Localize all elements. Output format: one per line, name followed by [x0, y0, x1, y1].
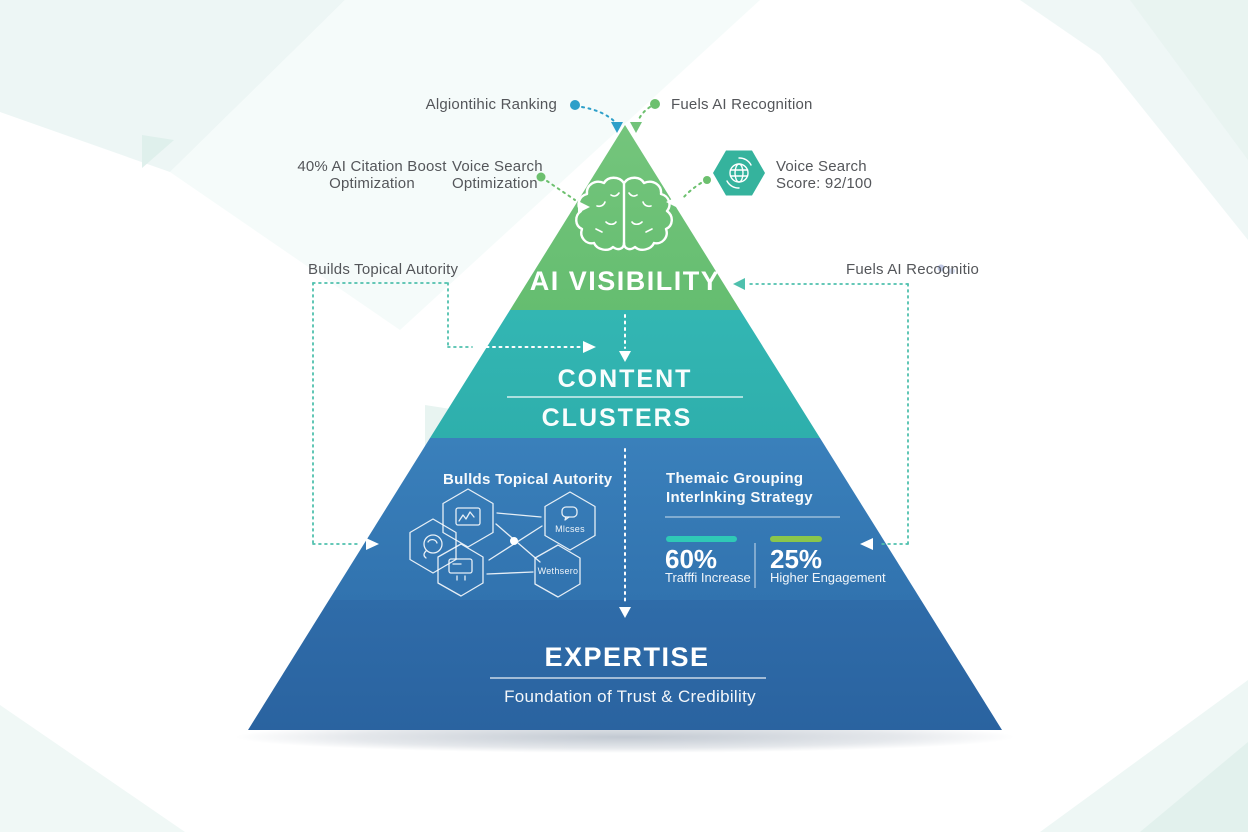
- tier2-title-line1: CONTENT: [557, 365, 693, 393]
- voice-score-line1: Voice Search: [776, 158, 867, 175]
- label-fuels-ai-recognition-mid: Fuels AI Recognitio: [846, 261, 980, 278]
- blue-connector-dot: [570, 100, 580, 110]
- white-arrowhead-icon-left: [578, 201, 590, 213]
- globe-sync-icon: [726, 157, 752, 189]
- network-hub-dot: [510, 537, 518, 545]
- tier3-right-heading-line2: Interlnking Strategy: [666, 489, 813, 506]
- down-arrowhead-1: [619, 351, 631, 362]
- green-connector-dot-left: [536, 172, 546, 182]
- stat1-label: Trafffi Increase: [665, 570, 751, 585]
- text-glitch-artifact: [937, 264, 955, 274]
- tier4-title: EXPERTISE: [544, 642, 710, 672]
- green-dashed-curve-top: [637, 106, 651, 122]
- stat2-value: 25%: [770, 544, 823, 574]
- chat-icon: [561, 506, 578, 521]
- tier3-right-heading: Themaic Grouping Interlnking Strategy: [666, 469, 813, 507]
- decor-polygon-top-left: [0, 0, 345, 172]
- browser-chart-icon: [455, 507, 481, 526]
- internal-flow-arrows: [619, 314, 631, 618]
- tier3-topic-clusters-shape: [329, 438, 921, 600]
- voice-score-line2: Score: 92/100: [776, 175, 872, 192]
- brain-icon: [575, 176, 673, 251]
- apex-connectors: [570, 99, 660, 133]
- white-arrowhead-tier3-right: [860, 538, 873, 550]
- label-citation-boost: 40% AI Citation Boost Optimization: [296, 158, 448, 192]
- voice-search-opt-line1: Voice Search: [452, 158, 543, 175]
- tier4-subtitle: Foundation of Trust & Credibility: [504, 687, 756, 706]
- stats-graphics: [665, 516, 840, 588]
- tier2-title-line2: CLUSTERS: [541, 404, 693, 432]
- decor-polygon-top-right-2: [1130, 0, 1248, 160]
- tier1-title: AI VISIBILITY: [529, 266, 721, 296]
- network-link-4: [486, 571, 534, 575]
- blue-arrowhead-icon: [611, 122, 623, 133]
- hexagon-node-4-label: Mlcses: [555, 524, 585, 534]
- tier2-content-clusters-shape: [430, 310, 820, 438]
- hexagon-node-3: [437, 543, 484, 597]
- white-arrowhead-icon-right: [666, 196, 678, 208]
- stat-bar-traffic: [666, 536, 737, 542]
- left-routed-connector: [312, 282, 473, 545]
- blue-dashed-curve: [581, 106, 616, 123]
- decor-polygon-top-mid: [170, 0, 760, 330]
- decor-triangle-left: [142, 135, 174, 168]
- decor-polygon-bottom-right-2: [1140, 742, 1248, 832]
- green-connector-dot-right: [703, 176, 711, 184]
- hexagon-node-2: [442, 488, 494, 548]
- hexagon-node-1: [409, 518, 457, 574]
- hexagon-node-5-label: Wethsero: [537, 566, 579, 576]
- label-builds-topical-authority: Builds Topical Autority: [308, 261, 459, 278]
- topic-cluster-network: [409, 488, 596, 598]
- monitor-icon: [448, 558, 473, 581]
- stat1-value: 60%: [665, 544, 718, 574]
- voice-score-badge-group: [666, 150, 765, 208]
- green-dashed-line-left: [546, 180, 576, 201]
- label-fuels-ai-recognition-top: Fuels AI Recognition: [671, 96, 813, 113]
- hexagon-node-4: [544, 491, 596, 551]
- network-link-2: [495, 523, 541, 563]
- stat2-label: Higher Engagement: [770, 570, 886, 585]
- gear-search-icon: [423, 534, 443, 559]
- white-arrowhead-tier2: [583, 341, 596, 353]
- white-arrowhead-tier3-left: [366, 538, 379, 550]
- tier3-left-heading: Bullds Topical Autority: [443, 471, 613, 488]
- label-algorithmic-ranking: Algiontihic Ranking: [425, 96, 557, 113]
- network-link-1: [496, 512, 542, 518]
- green-connector-dot-top: [650, 99, 660, 109]
- down-arrowhead-2: [619, 607, 631, 618]
- stat-bar-engagement: [770, 536, 822, 542]
- tier3-right-heading-line1: Themaic Grouping: [666, 470, 804, 487]
- decor-polygon-bottom-left: [0, 705, 185, 832]
- hexagon-badge: [713, 150, 765, 196]
- green-dashed-line-right: [682, 182, 702, 199]
- teal-arrowhead-tier1-right: [733, 278, 745, 290]
- label-voice-search-score: Voice Search Score: 92/100: [776, 158, 872, 192]
- voice-search-opt-line2: Optimization: [452, 175, 538, 192]
- citation-boost-line1: 40% AI Citation Boost: [297, 158, 447, 175]
- label-voice-search-optimization: Voice Search Optimization: [452, 158, 543, 192]
- citation-boost-line2: Optimization: [329, 175, 415, 192]
- right-routed-connector: [747, 283, 909, 545]
- tier4-expertise-shape: [248, 600, 1002, 730]
- green-arrowhead-icon-top: [630, 122, 642, 133]
- voice-search-connector-left: [536, 172, 590, 213]
